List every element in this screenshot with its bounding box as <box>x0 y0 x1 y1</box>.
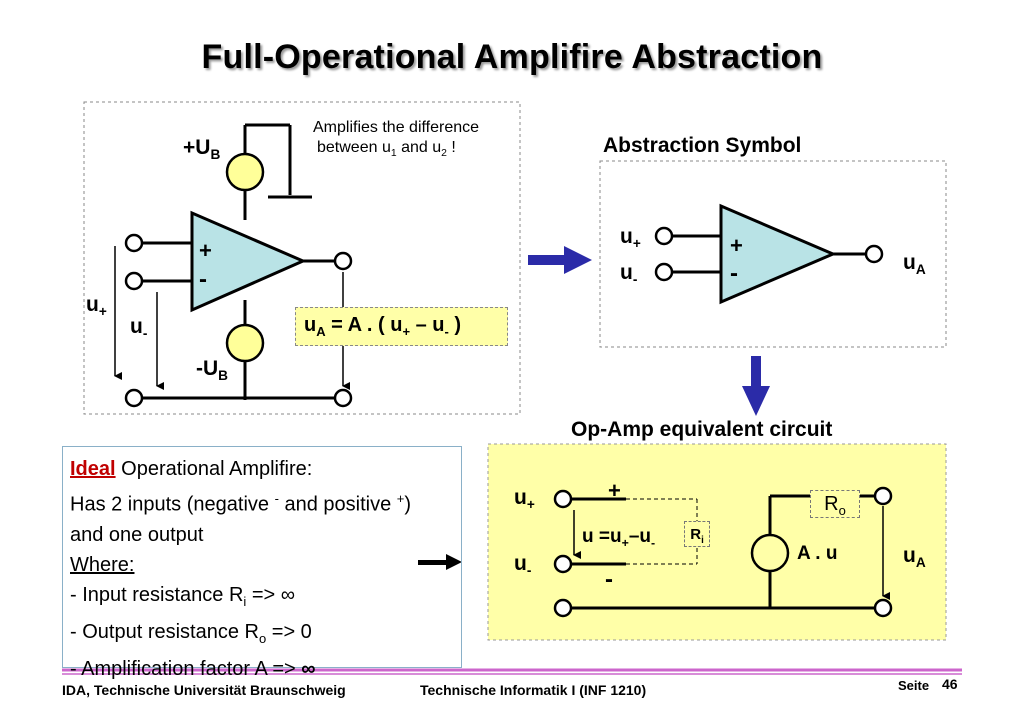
equivalent-heading: Op-Amp equivalent circuit <box>571 418 833 441</box>
terminal-ground-right <box>333 388 353 408</box>
ideal-line-5: - Input resistance Ri => ∞ <box>70 583 296 609</box>
abstract-plus-sign: + <box>730 233 743 258</box>
note-line2: between u1 and u2 ! <box>317 139 456 160</box>
ideal-line-4: Where: <box>70 553 135 576</box>
equiv-u-minus: u- <box>514 552 532 579</box>
output-resistance: Ro <box>810 490 860 518</box>
terminal-in-minus <box>124 271 144 291</box>
abstract-terminal-plus <box>654 226 674 246</box>
abstract-u-out: uA <box>903 251 926 278</box>
opamp-triangle-left <box>190 210 307 313</box>
input-resistance: Ri <box>684 521 710 547</box>
footer-institution: IDA, Technische Universität Braunschweig <box>62 682 346 698</box>
gain-formula: uA = A . ( u+ – u- ) <box>295 307 508 346</box>
equiv-source-label: A . u <box>797 543 838 564</box>
ideal-description: Ideal Operational Amplifire: Has 2 input… <box>70 454 411 684</box>
abstract-minus-sign: - <box>730 260 738 287</box>
equiv-u-diff: u =u+–u- <box>582 526 656 550</box>
supply-pos-source <box>225 152 265 192</box>
u-plus-label-left: u+ <box>86 293 107 320</box>
u-minus-label-left: u- <box>130 315 148 342</box>
equiv-plus-sign: + <box>608 478 621 503</box>
abstract-u-minus: u- <box>620 261 638 288</box>
arrow-right-to-abstraction <box>528 246 592 274</box>
footer-page-number: 46 <box>942 676 958 692</box>
ideal-line-1: Ideal Operational Amplifire: <box>70 458 313 480</box>
equiv-u-plus: u+ <box>514 486 535 513</box>
equiv-terminal-minus <box>553 554 573 574</box>
abstract-terminal-minus <box>654 262 674 282</box>
opamp-triangle-abstract <box>719 203 837 305</box>
supply-neg-source <box>225 323 265 363</box>
supply-pos-label: +UB <box>183 136 221 163</box>
ideal-line-2: Has 2 inputs (negative - and positive +) <box>70 491 412 516</box>
left-circuit-frame <box>83 101 521 415</box>
ideal-description-box <box>62 446 462 668</box>
equiv-u-out: uA <box>903 544 926 571</box>
abstraction-heading: Abstraction Symbol <box>603 134 802 157</box>
opamp-plus-sign: + <box>199 238 212 263</box>
page-title: Full-Operational Amplifire Abstraction <box>201 38 823 76</box>
equiv-terminal-ground-right <box>873 598 893 618</box>
ideal-line-7: - Amplification factor A => ∞ <box>70 657 316 680</box>
supply-neg-label: -UB <box>196 357 229 384</box>
equiv-minus-sign: - <box>605 566 613 593</box>
terminal-in-plus <box>124 233 144 253</box>
note-line1: Amplifies the difference <box>313 119 480 136</box>
footer-page-label: Seite <box>898 678 930 693</box>
opamp-minus-sign: - <box>199 266 207 293</box>
arrow-down-to-equivalent <box>742 356 770 416</box>
abstract-u-plus: u+ <box>620 225 641 252</box>
ideal-line-3: and one output <box>70 523 204 546</box>
ideal-line-6: - Output resistance Ro => 0 <box>70 620 312 646</box>
equiv-terminal-ground-left <box>553 598 573 618</box>
abstraction-frame <box>599 160 947 348</box>
terminal-ground-left <box>124 388 144 408</box>
terminal-out <box>333 251 353 271</box>
equivalent-source <box>750 533 790 573</box>
equiv-terminal-out <box>873 486 893 506</box>
arrow-to-equivalent <box>418 554 462 570</box>
equiv-terminal-plus <box>553 489 573 509</box>
abstract-terminal-out <box>864 244 884 264</box>
footer-course: Technische Informatik I (INF 1210) <box>420 682 647 698</box>
